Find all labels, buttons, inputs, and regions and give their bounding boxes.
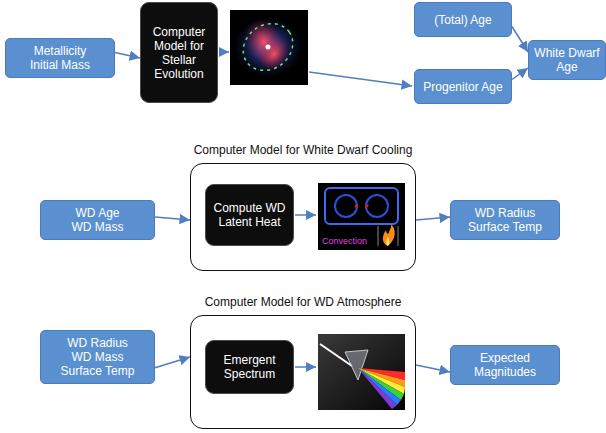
- box-label: WD Age WD Mass: [66, 206, 130, 234]
- model-box: Compute WD Latent Heat: [205, 184, 294, 246]
- label-anchor: Convection: [322, 236, 367, 247]
- input-box: WD Age WD Mass: [40, 200, 155, 240]
- box-label: Emergent Spectrum: [213, 353, 287, 381]
- nebula-star: [266, 45, 271, 50]
- picture-ground: [230, 10, 308, 85]
- spectrum-band: [358, 368, 397, 409]
- process-box: (Total) Age: [414, 2, 512, 37]
- nebula-picture: [230, 10, 308, 85]
- arrow: [309, 72, 412, 86]
- convection-loop: [366, 195, 388, 217]
- picture-label: Convection: [322, 236, 367, 247]
- flame-core: [386, 237, 389, 246]
- arrow: [219, 51, 229, 53]
- flow-arrow: [512, 68, 528, 80]
- flow-arrow: [416, 217, 450, 220]
- process-box: Progenitor Age: [414, 69, 512, 104]
- flow-arrow: [155, 217, 190, 220]
- prism-picture: [318, 334, 405, 410]
- box-label: Metallicity Initial Mass: [19, 44, 101, 72]
- arrow: [295, 366, 316, 368]
- box-label: (Total) Age: [418, 13, 508, 27]
- nebula-ring: [234, 14, 302, 80]
- model-box: Emergent Spectrum: [205, 340, 294, 394]
- stand: [378, 226, 398, 246]
- flow-arrow: [416, 365, 450, 372]
- frame-title: Computer Model for WD Atmosphere: [161, 295, 445, 309]
- box-label: White Dwarf Age: [532, 46, 602, 74]
- output-box: Expected Magnitudes: [450, 345, 560, 385]
- vessel: [325, 188, 398, 224]
- model-box: Computer Model for Stellar Evolution: [140, 2, 218, 103]
- arrow: [295, 214, 316, 216]
- output-box: White Dwarf Age: [528, 40, 606, 80]
- spectrum-band: [358, 368, 401, 405]
- picture-ground: [318, 334, 405, 410]
- flame: [383, 224, 395, 246]
- model-frame: Computer Model for WD AtmosphereEmergent…: [190, 315, 416, 429]
- box-label: WD Radius WD Mass Surface Temp: [57, 336, 139, 378]
- box-label: Expected Magnitudes: [465, 351, 545, 379]
- flow-arrow: [115, 53, 140, 59]
- box-label: WD Radius Surface Temp: [464, 206, 546, 234]
- convection-picture: [318, 183, 405, 250]
- convection-loop: [335, 195, 357, 217]
- input-box: Metallicity Initial Mass: [5, 38, 115, 78]
- input-box: WD Radius WD Mass Surface Temp: [40, 330, 155, 384]
- box-label: Progenitor Age: [418, 80, 508, 94]
- picture-ground: [318, 183, 405, 250]
- box-label: Compute WD Latent Heat: [211, 201, 289, 229]
- flow-arrow: [155, 357, 190, 368]
- loop-arrow: [365, 204, 369, 209]
- frame-title: Computer Model for White Dwarf Cooling: [161, 143, 445, 157]
- box-label: Computer Model for Stellar Evolution: [148, 25, 210, 81]
- loop-arrow: [354, 203, 358, 208]
- nebula-lobe: [253, 31, 295, 76]
- output-box: WD Radius Surface Temp: [450, 200, 560, 240]
- model-frame: Computer Model for White Dwarf CoolingCo…: [190, 163, 416, 271]
- flow-arrow: [512, 27, 528, 53]
